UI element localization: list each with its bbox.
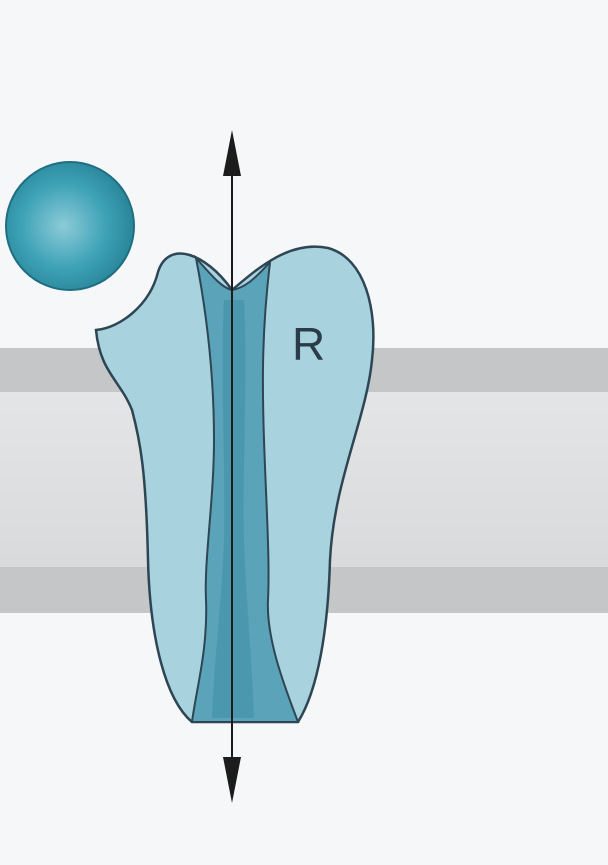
ligand-sphere-icon xyxy=(6,162,134,290)
ligand-molecule xyxy=(6,162,134,290)
receptor-label: R xyxy=(292,318,325,370)
